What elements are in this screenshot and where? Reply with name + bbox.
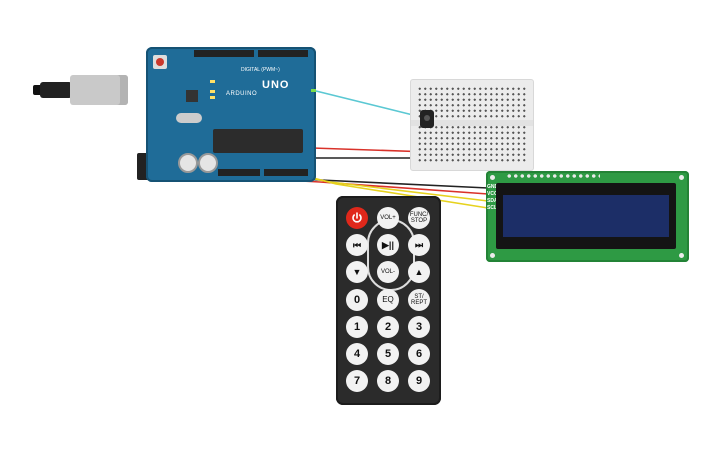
lcd-bezel <box>496 183 676 249</box>
next-icon: ⏭ <box>414 239 424 250</box>
usb-plug[interactable] <box>70 75 128 105</box>
reset-button[interactable] <box>153 55 167 69</box>
play-pause-button[interactable]: ▶|| <box>377 234 399 256</box>
arduino-uno-board[interactable]: DIGITAL (PWM~) UNO ARDUINO <box>146 47 316 182</box>
power-header <box>218 169 260 176</box>
button-4[interactable]: 4 <box>346 343 368 365</box>
ir-remote[interactable]: VOL+ FUNC/ STOP ⏮ ▶|| ⏭ ▼ VOL- ▲ 0 EQ ST… <box>336 196 441 405</box>
button-7[interactable]: 7 <box>346 370 368 392</box>
analog-header <box>264 169 308 176</box>
mount-hole <box>679 253 684 258</box>
breadboard[interactable] <box>410 79 534 171</box>
button-8[interactable]: 8 <box>377 370 399 392</box>
down-button[interactable]: ▼ <box>346 261 368 283</box>
lcd-pin-gnd-label: GND <box>487 184 499 190</box>
mount-hole <box>679 175 684 180</box>
usb-chip <box>186 90 198 102</box>
rx-led <box>210 96 215 99</box>
button-6[interactable]: 6 <box>408 343 430 365</box>
atmega-chip <box>213 129 303 153</box>
up-button[interactable]: ▲ <box>408 261 430 283</box>
crystal-oscillator <box>176 113 202 123</box>
tx-led <box>210 90 215 93</box>
on-led <box>311 89 316 92</box>
eq-button[interactable]: EQ <box>377 289 399 311</box>
lcd-display[interactable]: GND VCC SDA SCL <box>486 171 689 262</box>
vol-up-button[interactable]: VOL+ <box>377 207 399 229</box>
capacitor-2 <box>198 153 218 173</box>
ir-receiver[interactable] <box>420 110 434 128</box>
lcd-parallel-pins <box>506 173 600 179</box>
mount-hole <box>490 253 495 258</box>
next-button[interactable]: ⏭ <box>408 234 430 256</box>
button-3[interactable]: 3 <box>408 316 430 338</box>
prev-button[interactable]: ⏮ <box>346 234 368 256</box>
power-icon <box>352 212 362 223</box>
lcd-pin-vcc-label: VCC <box>487 191 498 197</box>
play-pause-icon: ▶|| <box>382 239 394 250</box>
func-stop-button[interactable]: FUNC/ STOP <box>408 207 430 229</box>
button-2[interactable]: 2 <box>377 316 399 338</box>
pwm-label: DIGITAL (PWM~) <box>241 67 280 73</box>
l-led <box>210 80 215 83</box>
up-arrow-icon: ▲ <box>414 266 424 277</box>
prev-icon: ⏮ <box>352 239 362 250</box>
power-button[interactable] <box>346 207 368 229</box>
button-5[interactable]: 5 <box>377 343 399 365</box>
lcd-pin-sda-label: SDA <box>487 198 498 204</box>
breadboard-trench <box>411 120 533 126</box>
button-0[interactable]: 0 <box>346 289 368 311</box>
lcd-pin-scl-label: SCL <box>487 205 497 211</box>
button-9[interactable]: 9 <box>408 370 430 392</box>
model-label: UNO <box>262 79 290 91</box>
down-arrow-icon: ▼ <box>352 266 362 277</box>
digital-header-right <box>258 50 308 57</box>
brand-label: ARDUINO <box>226 91 258 97</box>
st-rept-button[interactable]: ST/ REPT <box>408 289 430 311</box>
lcd-screen <box>503 195 669 237</box>
mount-hole <box>490 175 495 180</box>
digital-header-left <box>194 50 254 57</box>
button-1[interactable]: 1 <box>346 316 368 338</box>
usb-cable <box>40 82 72 98</box>
usb-cable-end <box>33 85 43 95</box>
capacitor-1 <box>178 153 198 173</box>
vol-down-button[interactable]: VOL- <box>377 261 399 283</box>
